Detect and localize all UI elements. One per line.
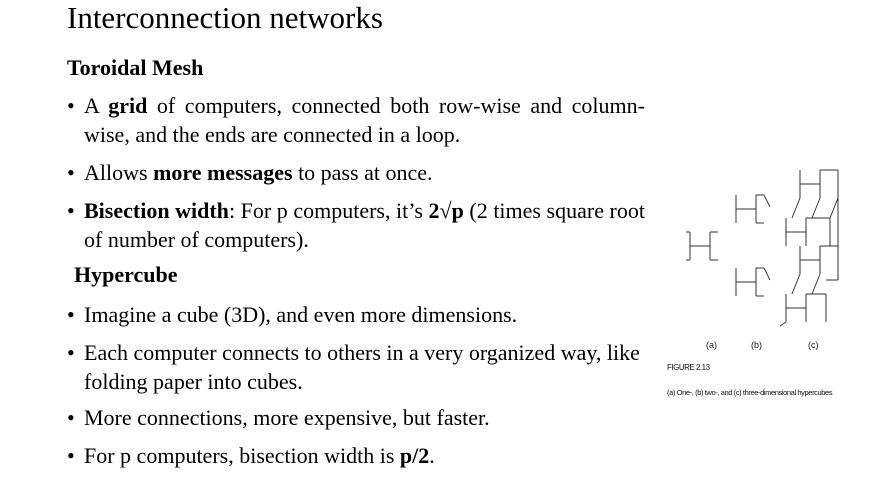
bullet-item: • A grid of computers, connected both ro…: [67, 91, 645, 149]
panel-label-a: (a): [706, 340, 717, 350]
hypercube-3d-diagram: [779, 169, 839, 327]
bullet-text: Bisection width: For p computers, it’s 2…: [84, 198, 645, 252]
bullet-text: Allows more messages to pass at once.: [84, 160, 433, 185]
bullet-text: Each computer connects to others in a ve…: [84, 340, 640, 394]
panel-label-b: (b): [751, 340, 762, 350]
bullet-dot: •: [67, 198, 75, 223]
bullet-item: • Each computer connects to others in a …: [67, 338, 645, 396]
bullet-text: More connections, more expensive, but fa…: [84, 405, 490, 430]
bullet-item: • More connections, more expensive, but …: [67, 403, 645, 432]
bullet-dot: •: [67, 160, 75, 185]
hypercube-figure: (a) (b) (c): [686, 169, 839, 350]
bullet-text: A grid of computers, connected both row-…: [84, 93, 645, 147]
bullet-dot: •: [67, 405, 75, 430]
bullet-item: • For p computers, bisection width is p/…: [67, 441, 645, 470]
bullet-text: Imagine a cube (3D), and even more dimen…: [84, 302, 518, 327]
bullet-text: For p computers, bisection width is p/2.: [84, 443, 435, 468]
bullet-dot: •: [67, 93, 75, 118]
page-title: Interconnection networks: [67, 0, 383, 35]
bullet-dot: •: [67, 443, 75, 468]
bullet-dot: •: [67, 340, 75, 365]
figure-caption-text: (a) One-, (b) two-, and (c) three-dimens…: [667, 388, 833, 397]
bullet-item: • Allows more messages to pass at once.: [67, 158, 645, 187]
hypercube-2d-diagram: [735, 194, 771, 297]
bullet-item: • Imagine a cube (3D), and even more dim…: [67, 300, 645, 329]
panel-label-c: (c): [808, 340, 819, 350]
bullet-item: • Bisection width: For p computers, it’s…: [67, 196, 645, 254]
section-heading-toroidal-mesh: Toroidal Mesh: [67, 55, 204, 80]
figure-caption-label: FIGURE 2.13: [667, 363, 710, 372]
hypercube-1d-diagram: [686, 231, 718, 261]
section-heading-hypercube: Hypercube: [74, 262, 178, 287]
bullet-dot: •: [67, 302, 75, 327]
